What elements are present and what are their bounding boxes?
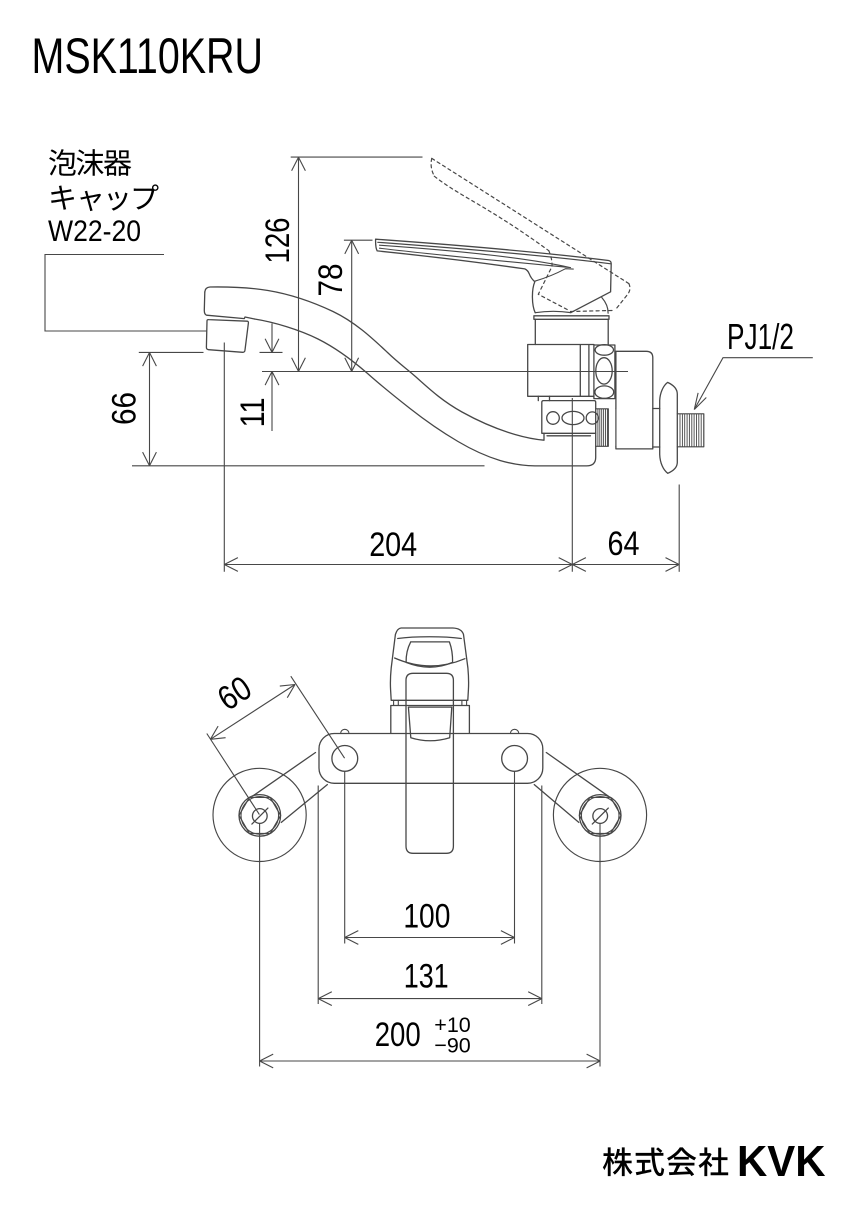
svg-text:+10: +10 — [434, 1013, 471, 1037]
svg-text:11: 11 — [234, 397, 272, 427]
svg-text:100: 100 — [403, 897, 450, 935]
svg-text:126: 126 — [259, 218, 297, 264]
svg-text:78: 78 — [312, 264, 350, 297]
svg-text:−90: −90 — [434, 1033, 471, 1057]
svg-text:MSK110KRU: MSK110KRU — [32, 28, 264, 84]
svg-text:66: 66 — [105, 392, 143, 425]
svg-text:PJ1/2: PJ1/2 — [727, 316, 794, 357]
svg-text:131: 131 — [404, 958, 449, 996]
svg-text:64: 64 — [608, 525, 640, 563]
svg-text:W22-20: W22-20 — [48, 215, 141, 248]
svg-text:KVK: KVK — [737, 1137, 826, 1186]
svg-text:204: 204 — [369, 526, 417, 564]
svg-text:200: 200 — [375, 1016, 421, 1054]
